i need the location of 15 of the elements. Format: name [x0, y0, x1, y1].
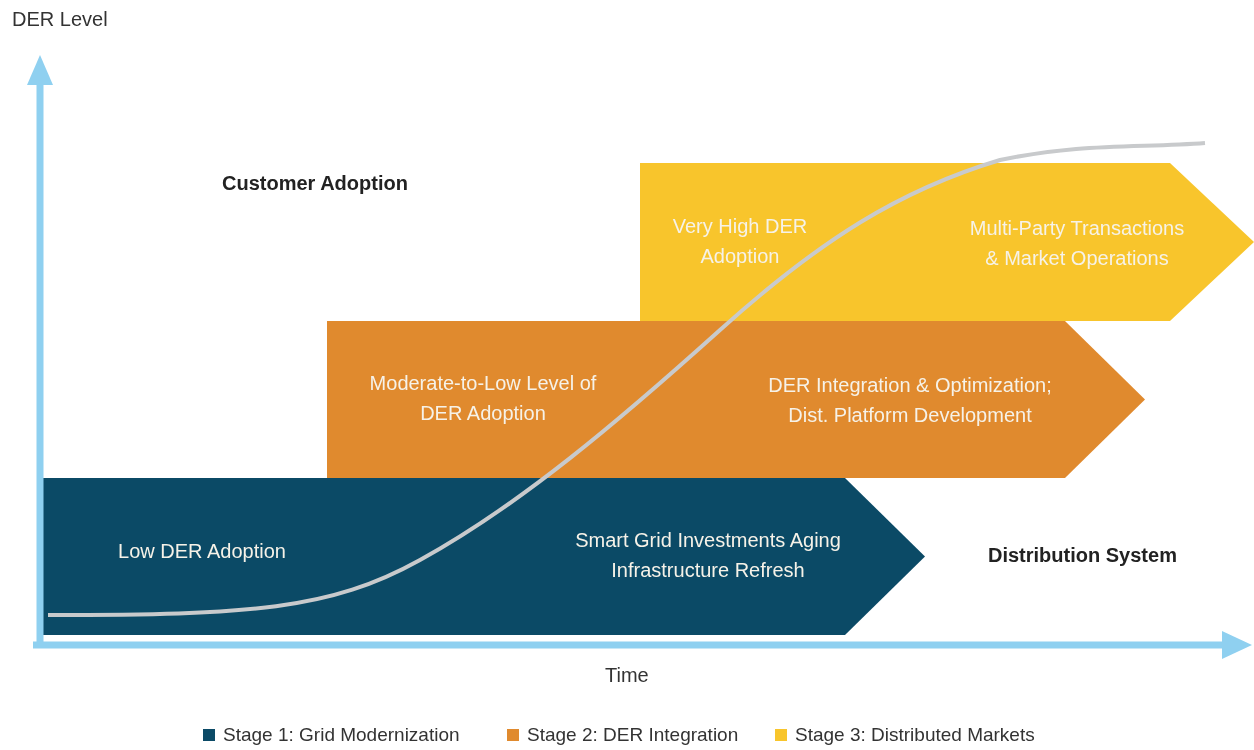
stage-label: Moderate-to-Low Level of DER Adoption — [368, 371, 598, 426]
axis-title: DER Level — [12, 8, 108, 31]
stage-label: Multi-Party Transactions & Market Operations — [968, 216, 1186, 271]
stage-label: DER Integration & Optimization; Dist. Platform Development — [767, 373, 1053, 428]
stage-label: Low DER Adoption — [117, 539, 287, 564]
legend-label: Stage 1: Grid Modernization — [223, 724, 460, 746]
stage-label: Smart Grid Investments Aging Infrastructure Refresh — [574, 528, 842, 583]
area-label: Customer Adoption — [222, 172, 408, 195]
stage-label: Very High DER Adoption — [671, 214, 809, 269]
legend-label: Stage 3: Distributed Markets — [795, 724, 1035, 746]
area-label: Distribution System — [988, 544, 1177, 567]
stage-arrow-band — [327, 321, 1145, 478]
axis-title: Time — [605, 664, 649, 687]
legend-label: Stage 2: DER Integration — [527, 724, 739, 746]
stage-arrow-band — [640, 163, 1254, 321]
